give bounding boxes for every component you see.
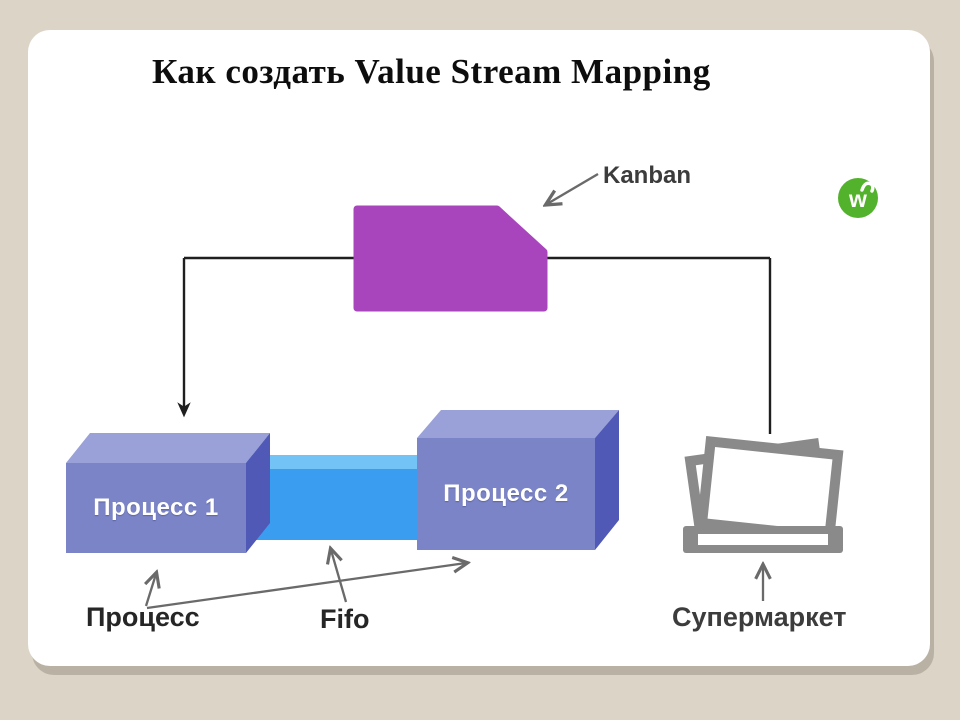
- process1-label: Процесс 1: [93, 494, 219, 521]
- kanban-label: Kanban: [603, 162, 692, 189]
- kanban-pointer-arrow: [547, 172, 599, 204]
- process-label: Процесс: [86, 602, 200, 632]
- content-card: [28, 30, 930, 666]
- fifo-pointer-arrow: [331, 550, 348, 603]
- process-pointer-long-arrow: [146, 563, 466, 610]
- process1-top-face: [66, 433, 270, 463]
- process1-front-face: [66, 463, 246, 553]
- process2-top-face: [417, 410, 619, 438]
- process-pointer-short-arrow: [146, 574, 156, 607]
- fifo-label: Fifo: [320, 604, 370, 634]
- kanban-card-shape: [353, 205, 548, 312]
- process2-label: Процесс 2: [443, 480, 569, 507]
- supermarket-base-slot: [698, 534, 828, 545]
- supermarket-icon: [683, 436, 844, 553]
- process1-side-face: [246, 433, 270, 553]
- process1-box: [66, 433, 270, 553]
- logo-letter: w: [848, 186, 867, 212]
- supermarket-tray-front: [696, 436, 844, 542]
- logo-circle: [838, 178, 878, 218]
- page-title: Как создать Value Stream Mapping: [152, 52, 711, 91]
- fifo-lane-highlight: [238, 455, 430, 469]
- process2-front-face: [417, 438, 595, 550]
- logo-flag-curl: [860, 181, 875, 193]
- supermarket-label: Супермаркет: [672, 602, 847, 632]
- process2-box: [417, 410, 619, 550]
- worksection-w-logo-icon: w: [838, 178, 878, 218]
- process2-side-face: [595, 410, 619, 550]
